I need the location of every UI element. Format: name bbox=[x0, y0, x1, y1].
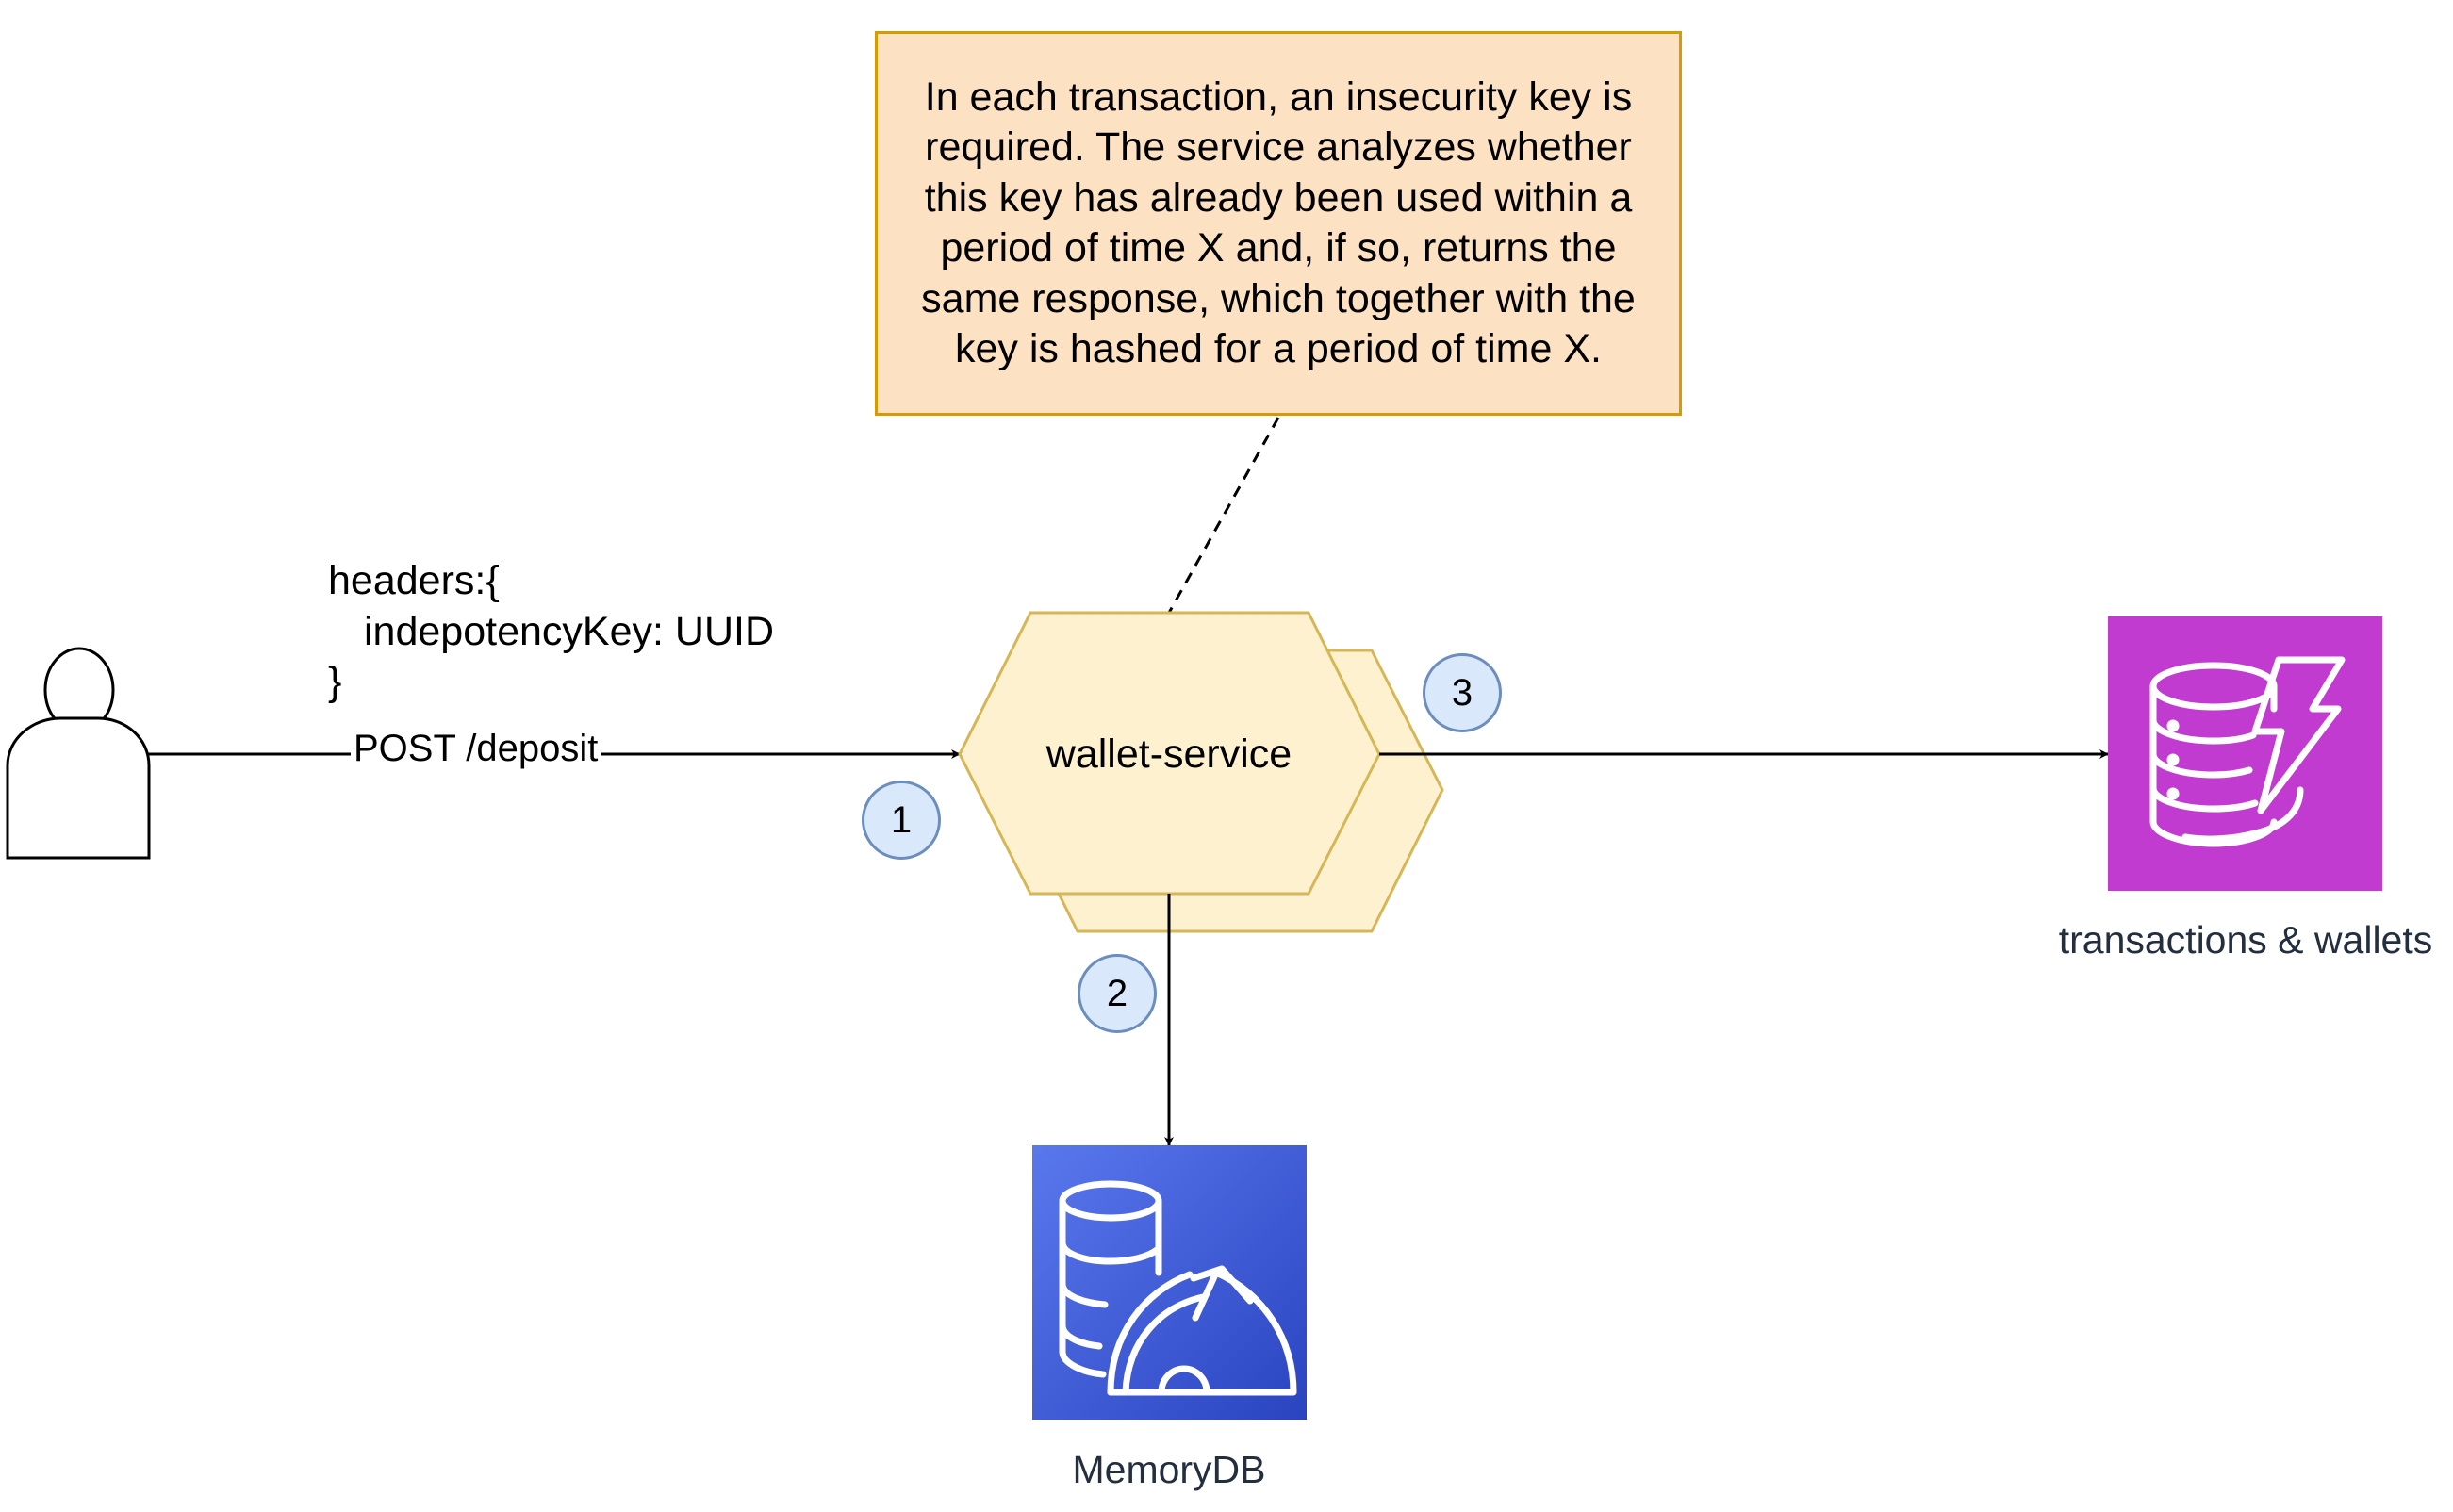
step-badge-1: 1 bbox=[862, 781, 941, 860]
wallet-service-label: wallet-service bbox=[1045, 731, 1292, 777]
dynamodb-label: transactions & wallets bbox=[2058, 918, 2433, 961]
request-headers: headers:{ indepotencyKey: UUID } bbox=[328, 556, 774, 708]
note-text: In each transaction, an insecurity key i… bbox=[921, 74, 1636, 372]
memorydb-label: MemoryDB bbox=[1072, 1448, 1266, 1491]
headers-line-2: indepotencyKey: UUID bbox=[364, 608, 774, 654]
dynamodb-icon[interactable] bbox=[2108, 616, 2382, 891]
headers-line-1: headers:{ bbox=[328, 558, 500, 603]
step-badge-2: 2 bbox=[1078, 954, 1157, 1033]
headers-line-3: } bbox=[328, 659, 342, 704]
user-icon bbox=[6, 647, 151, 860]
wallet-service-hexagon[interactable] bbox=[958, 611, 1381, 896]
memorydb-icon[interactable] bbox=[1032, 1145, 1307, 1420]
idempotency-note: In each transaction, an insecurity key i… bbox=[875, 31, 1682, 416]
note-connector-line bbox=[1167, 417, 1280, 614]
step-badge-3: 3 bbox=[1423, 653, 1502, 732]
request-edge-label: POST /deposit bbox=[351, 720, 601, 777]
